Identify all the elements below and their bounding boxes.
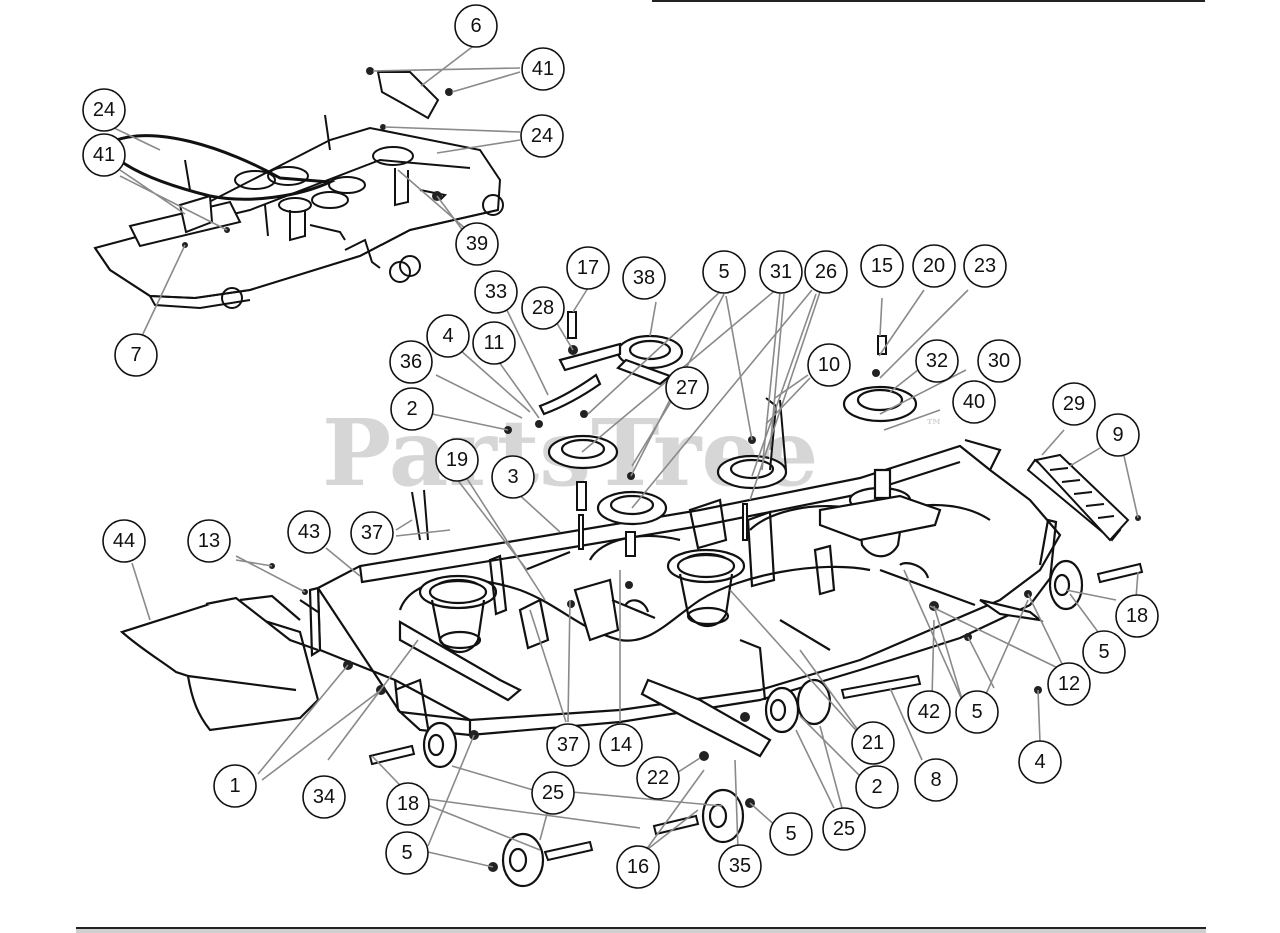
callout-5: 5 [401,842,412,864]
callout-30: 30 [988,350,1010,372]
callout-21: 21 [862,732,884,754]
bottom-border-bar [76,927,1206,933]
callout-18: 18 [397,793,419,815]
callout-2: 2 [406,398,417,420]
callout-5: 5 [785,823,796,845]
callout-36: 36 [400,351,422,373]
callout-34: 34 [313,786,335,808]
callout-4: 4 [1034,751,1045,773]
callout-32: 32 [926,350,948,372]
callout-27: 27 [676,377,698,399]
callout-2: 2 [871,776,882,798]
callout-3: 3 [507,466,518,488]
callout-circles [82,4,1159,889]
callout-16: 16 [627,856,649,878]
callout-labels: 1 2 2 3 4 4 5 5 5 5 5 6 7 8 9 10 11 12 1… [93,15,1148,878]
callout-15: 15 [871,255,893,277]
watermark-trademark: ™ [925,416,943,437]
callout-20: 20 [923,255,945,277]
callout-5: 5 [1098,641,1109,663]
callout-42: 42 [918,701,940,723]
callout-1: 1 [229,775,240,797]
callout-22: 22 [647,767,669,789]
discharge-chute [119,594,320,732]
callout-41: 41 [532,58,554,80]
callout-29: 29 [1063,393,1085,415]
callout-25: 25 [833,818,855,840]
callout-37: 37 [557,734,579,756]
callout-5: 5 [971,701,982,723]
callout-33: 33 [485,281,507,303]
callout-31: 31 [770,261,792,283]
callout-28: 28 [532,297,554,319]
callout-14: 14 [610,734,632,756]
callout-18: 18 [1126,605,1148,627]
callout-10: 10 [818,354,840,376]
callout-4: 4 [442,325,453,347]
callout-38: 38 [633,267,655,289]
pulley-set [428,334,918,605]
discharge-grille [1034,453,1130,542]
top-border-rule [652,0,1205,2]
callout-19: 19 [446,449,468,471]
callout-35: 35 [729,855,751,877]
callout-5: 5 [718,261,729,283]
callout-12: 12 [1058,673,1080,695]
callout-39: 39 [466,233,488,255]
callout-17: 17 [577,257,599,279]
assembled-deck-view [93,71,504,310]
callout-26: 26 [815,261,837,283]
callout-6: 6 [470,15,481,37]
callout-41: 41 [93,144,115,166]
callout-11: 11 [484,332,505,354]
callout-24: 24 [93,99,115,121]
callout-40: 40 [963,391,985,413]
callout-25-alt: 25 [542,782,564,804]
callout-8: 8 [930,769,941,791]
callout-7: 7 [130,344,141,366]
callout-37: 37 [361,522,383,544]
callout-24: 24 [531,125,553,147]
callout-44: 44 [113,530,135,552]
callout-13: 13 [198,530,220,552]
callout-43: 43 [298,521,320,543]
callout-23: 23 [974,255,996,277]
callout-9: 9 [1112,424,1123,446]
roller-axles [368,562,1144,862]
